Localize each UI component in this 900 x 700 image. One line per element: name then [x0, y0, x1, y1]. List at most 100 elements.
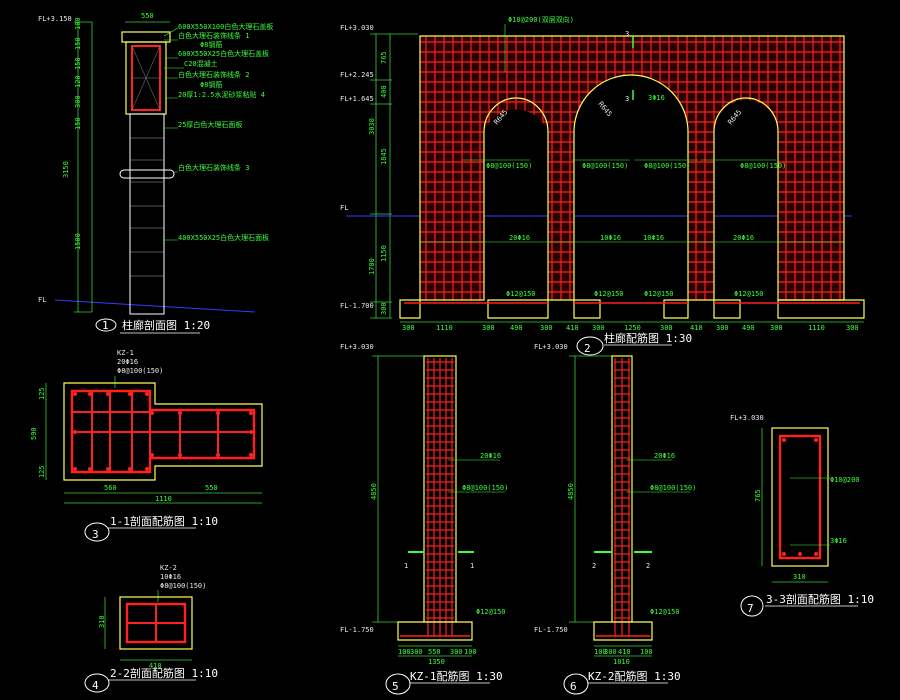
- svg-text:310: 310: [793, 573, 806, 581]
- bottom-dim: 1110: [808, 324, 825, 332]
- top-rebar-note: Φ10@200(双层双向): [508, 15, 574, 24]
- elev-label: FL+1.645: [340, 95, 374, 103]
- svg-text:1-1剖面配筋图 1:10: 1-1剖面配筋图 1:10: [110, 514, 218, 528]
- svg-text:1350: 1350: [428, 658, 445, 666]
- svg-text:3Φ16: 3Φ16: [830, 537, 847, 545]
- svg-text:4850: 4850: [567, 483, 575, 500]
- rebar-dot: [814, 552, 818, 556]
- tag: KZ-1: [117, 349, 134, 357]
- cap-slab: [121, 31, 171, 43]
- svg-text:765: 765: [380, 51, 388, 64]
- svg-text:FL-1.750: FL-1.750: [534, 626, 568, 634]
- stirrup: Φ8@100(150): [117, 367, 163, 375]
- elev-fl: FL: [38, 296, 46, 304]
- view-1-column-section: FL+3.150 FL 100 150 150 120 300 150 3150…: [38, 12, 273, 334]
- view-6-kz2-elevation: FL+3.030 FL-1.750 4850 20Φ16 Φ8@100(150)…: [534, 343, 696, 695]
- view1-title-num: 1: [102, 319, 109, 332]
- view-3-section-1-1: KZ-1 20Φ16 Φ8@100(150) 125 590 125 560 5…: [30, 349, 263, 542]
- bottom-dim: 100: [464, 648, 477, 656]
- column-rebar: [426, 358, 454, 636]
- section-mark-3-top: 3: [625, 30, 629, 38]
- svg-text:400X550X25白色大理石面板: 400X550X25白色大理石面板: [178, 233, 269, 242]
- svg-text:1110: 1110: [155, 495, 172, 503]
- dim-4: 120: [74, 75, 82, 88]
- svg-text:7: 7: [747, 602, 754, 615]
- svg-text:5: 5: [392, 680, 399, 693]
- bar-notes: 20Φ16 10Φ16 10Φ16 20Φ16: [420, 234, 844, 243]
- svg-text:Φ8@100(150): Φ8@100(150): [740, 162, 786, 170]
- wall-outline: [419, 35, 845, 301]
- svg-text:Φ8@100(150): Φ8@100(150): [486, 162, 532, 170]
- svg-text:FL+3.030: FL+3.030: [340, 343, 374, 351]
- rebar-dot: [216, 453, 220, 457]
- svg-text:白色大理石装饰线条 2: 白色大理石装饰线条 2: [178, 70, 249, 79]
- bottom-dim: 300: [846, 324, 859, 332]
- svg-text:310: 310: [98, 615, 106, 628]
- svg-text:Φ8@100(150): Φ8@100(150): [582, 162, 628, 170]
- mark-note: 3Φ16: [648, 94, 665, 102]
- section-outline: [771, 427, 829, 567]
- svg-text:3: 3: [92, 528, 99, 541]
- stirrup-notes: Φ8@100(150) Φ8@100(150) Φ8@100(150) Φ8@1…: [462, 159, 786, 170]
- view6-title: 6 KZ-2配筋图 1:30: [563, 669, 681, 695]
- svg-text:白色大理石装饰线条 1: 白色大理石装饰线条 1: [178, 31, 249, 40]
- view2-title-num: 2: [584, 342, 591, 355]
- svg-text:Φ8@100(150): Φ8@100(150): [462, 484, 508, 492]
- svg-text:KZ-2: KZ-2: [160, 564, 177, 572]
- svg-text:550: 550: [205, 484, 218, 492]
- svg-text:Φ8@100(150): Φ8@100(150): [160, 582, 206, 590]
- foot-notes: Φ12@150 Φ12@150 Φ12@150 Φ12@150: [506, 290, 764, 298]
- svg-text:FL+3.030: FL+3.030: [730, 414, 764, 422]
- svg-text:Φ8钢筋: Φ8钢筋: [200, 40, 222, 49]
- rebar-dot: [249, 430, 253, 434]
- view1-notes: 600X550X100白色大理石盖板 白色大理石装饰线条 1 Φ8钢筋 600X…: [163, 22, 273, 242]
- elev-fl-3150: FL+3.150: [38, 15, 72, 23]
- svg-text:1: 1: [404, 562, 408, 570]
- section-outline: [119, 596, 193, 650]
- rebar-dot: [128, 392, 132, 396]
- shaft-joints: [130, 137, 164, 277]
- svg-text:125: 125: [38, 387, 46, 400]
- bottom-dim: 300: [660, 324, 673, 332]
- footings: [399, 299, 865, 319]
- svg-text:600X550X100白色大理石盖板: 600X550X100白色大理石盖板: [178, 22, 273, 31]
- view4-title: 4 2-2剖面配筋图 1:10: [84, 666, 218, 693]
- svg-text:1845: 1845: [380, 148, 388, 165]
- svg-text:20Φ16: 20Φ16: [509, 234, 530, 242]
- rebar-dot: [73, 467, 77, 471]
- rebar-dot: [106, 392, 110, 396]
- section-rebar: [778, 434, 822, 560]
- bottom-dim: 490: [742, 324, 755, 332]
- section-ties: [72, 391, 254, 472]
- svg-text:20Φ16: 20Φ16: [480, 452, 501, 460]
- bottom-dim: 1250: [624, 324, 641, 332]
- rebar-dot: [106, 467, 110, 471]
- view-4-section-2-2: KZ-2 10Φ16 Φ8@100(150) 310 410 4 2-2剖面配筋…: [84, 564, 218, 693]
- svg-text:125: 125: [38, 465, 46, 478]
- view2-title: 2 柱廊配筋图 1:30: [576, 331, 692, 356]
- dim-1: 100: [74, 17, 82, 30]
- rebar-dot: [178, 411, 182, 415]
- svg-text:765: 765: [754, 489, 762, 502]
- bottom-dim: 300: [540, 324, 553, 332]
- svg-text:Φ8钢筋: Φ8钢筋: [200, 80, 222, 89]
- elev-label: FL: [340, 204, 348, 212]
- svg-text:Φ12@150: Φ12@150: [650, 608, 680, 616]
- svg-text:1700: 1700: [368, 258, 376, 275]
- view3-dims: [45, 383, 262, 504]
- rebar-dot: [814, 438, 818, 442]
- svg-text:Φ12@150: Φ12@150: [644, 290, 674, 298]
- bottom-dim: 300: [770, 324, 783, 332]
- view1-top-dim: 550: [141, 12, 154, 20]
- dim-2: 150: [74, 37, 82, 50]
- svg-text:10Φ16: 10Φ16: [643, 234, 664, 242]
- bottom-dim: 410: [618, 648, 631, 656]
- rebar-dot: [782, 438, 786, 442]
- svg-text:1010: 1010: [613, 658, 630, 666]
- svg-text:300: 300: [380, 302, 388, 315]
- svg-text:560: 560: [104, 484, 117, 492]
- bottom-dim: 300: [410, 648, 423, 656]
- bottom-dim: 550: [428, 648, 441, 656]
